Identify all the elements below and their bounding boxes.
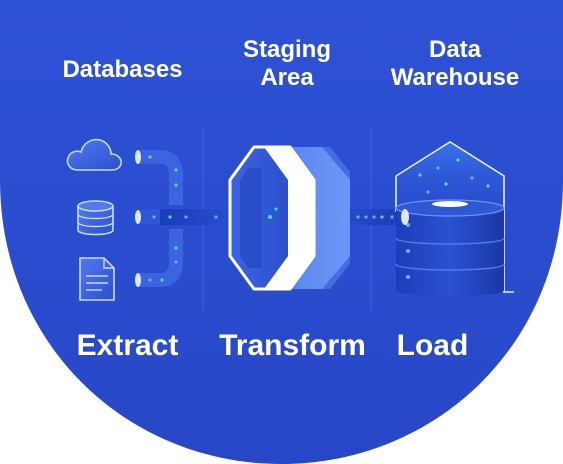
staging-area-title: Staging Area [196,36,378,91]
load-step-label: Load [396,329,469,362]
staging-title-line2: Area [260,63,314,91]
database-icon [77,200,114,236]
warehouse-icon [395,141,514,296]
staging-title-line1: Staging [243,36,331,63]
extract-step-label: Extract [76,329,179,362]
document-icon [79,257,115,301]
cloud-icon [66,138,122,171]
data-warehouse-title: Data Warehouse [360,36,550,91]
staging-transform-icon [228,145,350,291]
warehouse-title-line1: Data [428,36,482,63]
warehouse-title-line2: Warehouse [390,63,520,91]
transform-step-label: Transform [219,329,366,362]
databases-title: Databases [62,56,183,83]
